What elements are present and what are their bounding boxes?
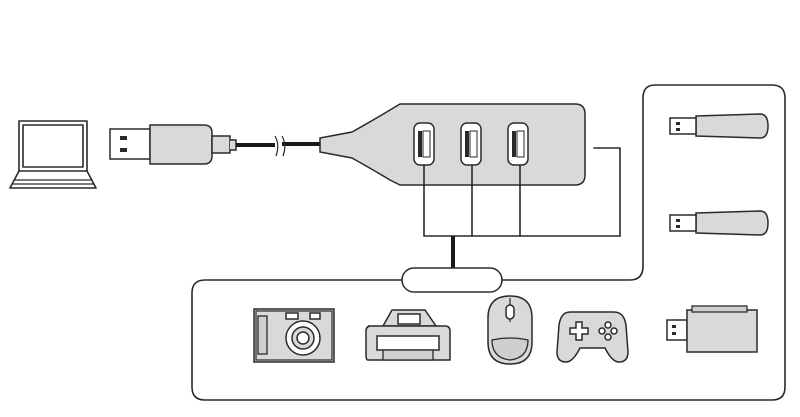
lower-device-group-frame [191,84,786,401]
usb-flash-drive-icon [669,113,769,139]
laptop-icon [9,120,97,189]
junction-connector [401,267,503,293]
mouse-icon [487,295,533,365]
camera-icon [253,308,335,363]
usb-cable [236,135,320,157]
card-reader-icon [666,305,758,353]
usb-hub-4-port [319,103,586,186]
usb-flash-drive-icon [669,210,769,236]
hub-port-1 [413,122,435,166]
gamepad-icon [556,311,629,363]
usb-plug-icon [109,124,237,165]
hub-port-2 [460,122,482,166]
hub-port-3 [507,122,529,166]
port-connector-lines [423,147,621,268]
printer-icon [365,309,451,361]
